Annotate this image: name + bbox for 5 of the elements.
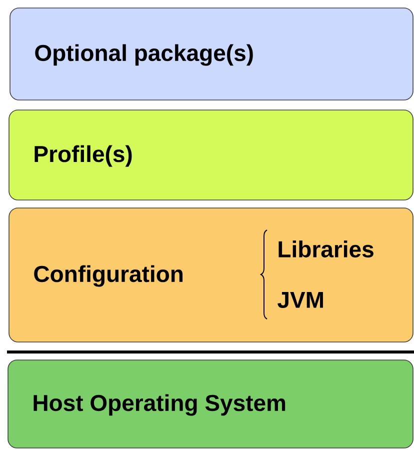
- item-text: JVM: [278, 292, 323, 308]
- item-text: Libraries: [278, 240, 374, 258]
- layer-box: Optional package(s): [10, 8, 414, 100]
- layer-box: Profile(s): [8, 110, 414, 200]
- layer-box: Host Operating System: [8, 360, 414, 448]
